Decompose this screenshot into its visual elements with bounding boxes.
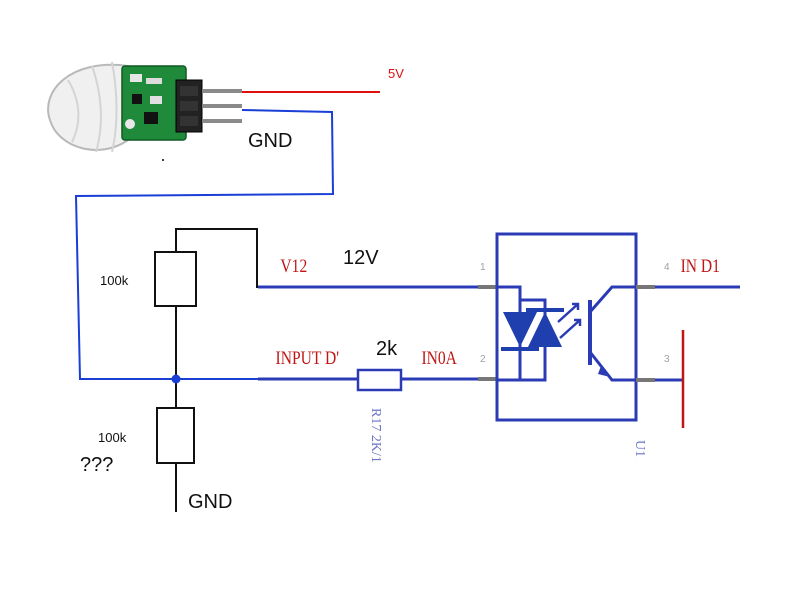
label-divider-gnd: GND (188, 491, 232, 513)
label-5v: 5V (388, 66, 404, 81)
pcb-component (132, 94, 142, 104)
pcb-component (146, 78, 162, 84)
pin-number-4: 4 (664, 262, 670, 273)
light-arrows (557, 302, 582, 339)
label-question: ??? (80, 454, 113, 476)
voltage-divider: 100k 100k ??? GND (80, 228, 258, 513)
series-resistor (356, 368, 403, 392)
label-2k: 2k (376, 338, 398, 360)
label-bottom-resistor: 100k (98, 430, 127, 445)
pcb-component (144, 112, 158, 124)
pin-number-1: 1 (480, 262, 486, 273)
pin-number-3: 3 (664, 354, 670, 365)
label-sensor-gnd: GND (248, 130, 292, 152)
pir-dome-facets (67, 61, 118, 153)
led-diode-2 (528, 312, 562, 347)
pcb-component (130, 74, 142, 82)
blue-signal-wire (74, 109, 335, 380)
label-resistor-ref: R17 2K/1 (368, 408, 383, 463)
label-ic-ref: U1 (632, 440, 647, 457)
label-top-resistor: 100k (100, 273, 129, 288)
label-12v: 12V (343, 247, 379, 269)
pir-dome (47, 63, 129, 151)
divider-top-wire (175, 228, 258, 288)
label-input: INPUT D' (276, 348, 339, 369)
label-in-d1: IN D1 (681, 256, 720, 277)
pir-sensor-module (47, 61, 242, 161)
resistor-top (154, 251, 197, 307)
phototransistor-collector (588, 285, 636, 313)
junction-node (171, 374, 181, 384)
phototransistor-emitter (588, 351, 636, 382)
led-diode-1 (503, 312, 537, 347)
optocoupler-schematic: V12 12V INPUT D' 2k IN0A R17 2K/1 (258, 232, 740, 463)
pcb-component (150, 96, 162, 104)
resistor-bottom (156, 407, 195, 464)
pcb-component (125, 119, 135, 129)
pin-number-2: 2 (480, 354, 486, 365)
led-wiring (497, 285, 547, 382)
optocoupler-body (495, 232, 638, 422)
label-v12: V12 (280, 256, 307, 277)
label-in0a: IN0A (421, 348, 457, 369)
